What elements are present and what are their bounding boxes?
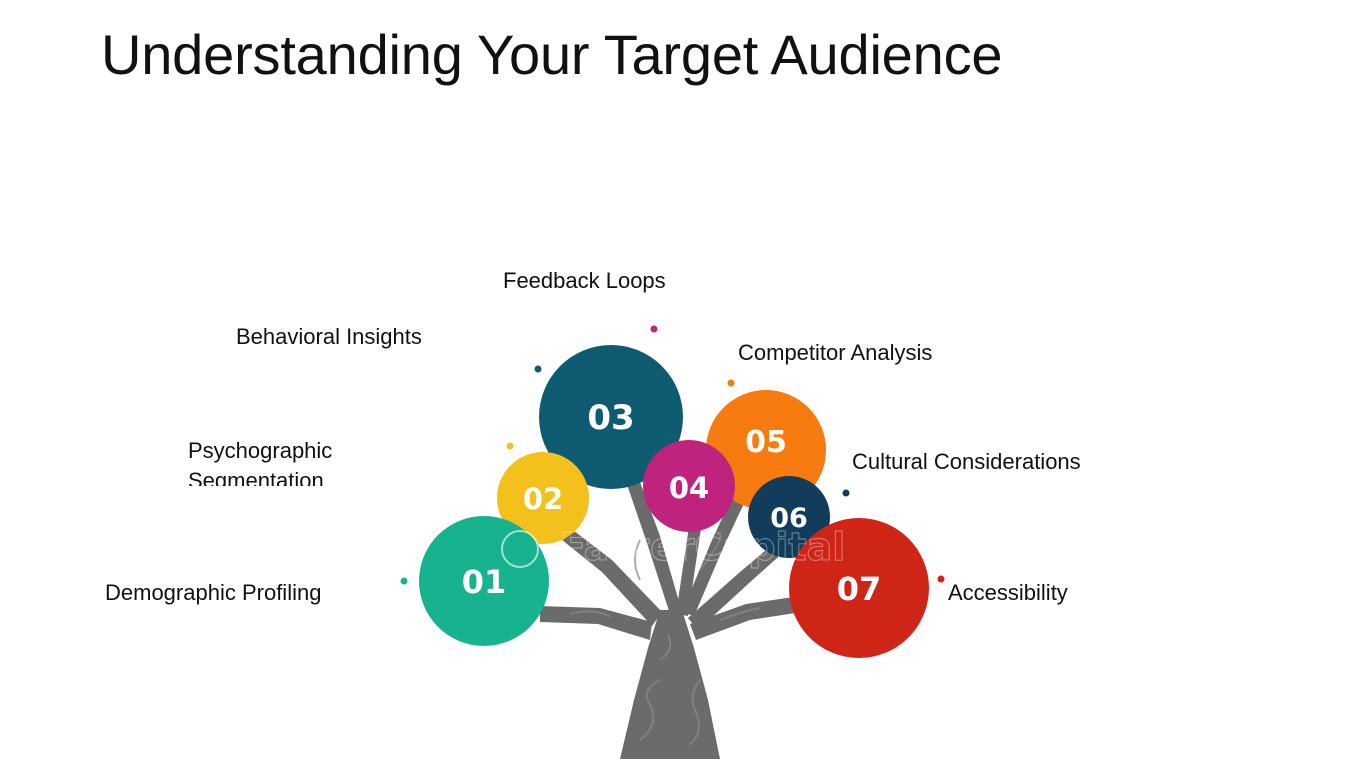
- branch-05: [682, 476, 754, 616]
- watermark-logo-icon: [501, 530, 539, 568]
- node-04: 04: [643, 440, 735, 532]
- branch-03: [622, 466, 682, 614]
- node-05-number: 05: [745, 425, 787, 460]
- label-feedback-loops: Feedback Loops: [503, 268, 666, 293]
- label-psychographic-line1: Psychographic: [188, 438, 333, 463]
- node-06: 06: [748, 476, 830, 558]
- watermark-text: FasterCapital: [560, 525, 845, 569]
- node-04-number: 04: [669, 471, 709, 505]
- tree-trunk: [540, 466, 802, 759]
- slide-title: Understanding Your Target Audience: [101, 23, 1003, 86]
- bark-texture: [569, 539, 761, 746]
- label-cultural-considerations: Cultural Considerations: [852, 449, 1081, 474]
- node-02: 02: [497, 452, 589, 544]
- branch-01: [540, 606, 652, 640]
- node-03-circle: [539, 345, 683, 489]
- watermark: FasterCapital: [501, 524, 846, 570]
- label-accessibility: Accessibility: [948, 580, 1068, 605]
- dot-04: [650, 325, 658, 333]
- node-03: 03: [539, 345, 683, 489]
- node-01-number: 01: [462, 563, 507, 601]
- label-demographic-profiling: Demographic Profiling: [105, 580, 322, 605]
- node-07: 07: [789, 518, 929, 658]
- node-06-circle: [748, 476, 830, 558]
- branch-04: [676, 520, 702, 616]
- node-02-circle: [497, 452, 589, 544]
- trunk: [620, 610, 720, 759]
- node-06-number: 06: [770, 503, 808, 534]
- node-04-circle: [643, 440, 735, 532]
- branch-02: [552, 520, 662, 626]
- branch-07: [690, 596, 802, 640]
- dot-05: [727, 379, 735, 387]
- node-07-number: 07: [837, 570, 882, 608]
- label-behavioral-insights: Behavioral Insights: [236, 324, 422, 349]
- dot-03: [534, 365, 542, 373]
- dot-06: [842, 489, 850, 497]
- node-01: 01: [419, 516, 549, 646]
- dot-07: [937, 575, 945, 583]
- dot-02: [506, 442, 514, 450]
- branch-06: [688, 540, 786, 630]
- node-01-circle: [419, 516, 549, 646]
- node-07-circle: [789, 518, 929, 658]
- node-03-number: 03: [587, 398, 634, 438]
- label-competitor-analysis: Competitor Analysis: [738, 340, 933, 365]
- label-psychographic-line2: Segmentation: [188, 468, 324, 486]
- dot-01: [400, 577, 408, 585]
- node-02-number: 02: [523, 482, 563, 516]
- label-psychographic-segmentation: Psychographic Segmentation: [188, 436, 388, 486]
